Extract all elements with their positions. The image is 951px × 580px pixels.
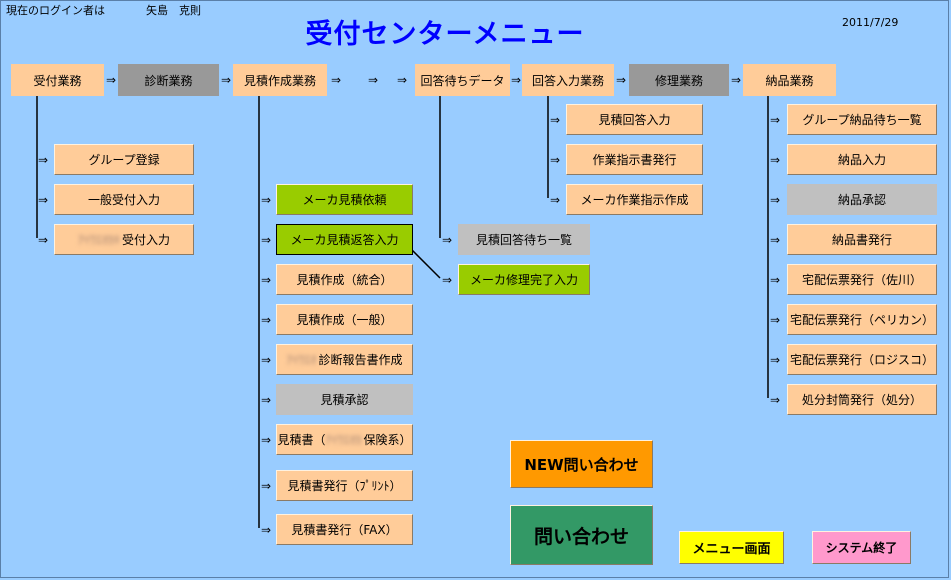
arrow-icon: ⇒ — [368, 73, 379, 87]
diagnosis-work-button[interactable]: 診断業務 — [118, 64, 219, 96]
arrow-icon: ⇒ — [261, 479, 272, 493]
button-label-suffix: 保険系） — [363, 433, 412, 447]
arrow-icon: ⇒ — [38, 193, 49, 207]
redacted-text: ｱｲｳｴｵｶｷ — [77, 233, 120, 247]
arrow-icon: ⇒ — [442, 233, 453, 247]
arrow-icon: ⇒ — [770, 113, 781, 127]
delivery-doc-issue-button[interactable]: 納品書発行 — [787, 224, 937, 255]
special-reception-button[interactable]: ｱｲｳｴｵｶｷ受付入力 — [54, 224, 194, 255]
maker-estimate-reply-button[interactable]: メーカ見積返答入力 — [276, 224, 413, 255]
arrow-icon: ⇒ — [442, 273, 453, 287]
delivery-work-button[interactable]: 納品業務 — [743, 64, 836, 96]
general-reception-button[interactable]: 一般受付入力 — [54, 184, 194, 215]
arrow-icon: ⇒ — [331, 73, 342, 87]
arrow-icon: ⇒ — [261, 233, 272, 247]
estimate-answer-input-button[interactable]: 見積回答入力 — [566, 104, 703, 135]
arrow-icon: ⇒ — [261, 273, 272, 287]
arrow-icon: ⇒ — [397, 73, 408, 87]
arrow-icon: ⇒ — [261, 393, 272, 407]
date-display: 2011/7/29 — [842, 16, 899, 29]
arrow-icon: ⇒ — [106, 73, 117, 87]
button-label: 受付入力 — [122, 233, 171, 247]
estimate-create-combined-button[interactable]: 見積作成（統合） — [276, 264, 413, 295]
redacted-text: ｱｲｳｴｵ — [286, 353, 317, 367]
arrow-icon: ⇒ — [770, 233, 781, 247]
arrow-icon: ⇒ — [261, 353, 272, 367]
inquiry-button[interactable]: 問い合わせ — [510, 505, 653, 565]
disposal-envelope-button[interactable]: 処分封筒発行（処分） — [787, 384, 937, 415]
maker-repair-done-button[interactable]: メーカ修理完了入力 — [458, 264, 590, 295]
button-label: 診断報告書作成 — [318, 353, 403, 367]
delivery-approval-button[interactable]: 納品承認 — [787, 184, 937, 215]
arrow-icon: ⇒ — [38, 153, 49, 167]
arrow-icon: ⇒ — [261, 433, 272, 447]
group-delivery-wait-list-button[interactable]: グループ納品待ち一覧 — [787, 104, 937, 135]
courier-logisco-button[interactable]: 宅配伝票発行（ロジスコ） — [787, 344, 937, 375]
arrow-icon: ⇒ — [770, 393, 781, 407]
arrow-icon: ⇒ — [38, 233, 49, 247]
arrow-icon: ⇒ — [731, 73, 742, 87]
button-label-prefix: 見積書（ — [277, 433, 326, 447]
delivery-input-button[interactable]: 納品入力 — [787, 144, 937, 175]
estimate-doc-insurance-button[interactable]: 見積書（ｱｲｳｴｵｶ保険系） — [276, 424, 413, 455]
estimate-work-button[interactable]: 見積作成業務 — [233, 64, 327, 96]
estimate-answer-wait-list-button[interactable]: 見積回答待ち一覧 — [458, 224, 590, 255]
maker-work-order-button[interactable]: メーカ作業指示作成 — [566, 184, 703, 215]
courier-pelican-button[interactable]: 宅配伝票発行（ペリカン） — [787, 304, 937, 335]
new-inquiry-button[interactable]: NEW問い合わせ — [510, 440, 653, 488]
estimate-create-general-button[interactable]: 見積作成（一般） — [276, 304, 413, 335]
estimate-approval-button[interactable]: 見積承認 — [276, 384, 413, 415]
arrow-icon: ⇒ — [770, 353, 781, 367]
arrow-icon: ⇒ — [511, 73, 522, 87]
page-title: 受付センターメニュー — [305, 19, 585, 50]
redacted-text: ｱｲｳｴｵｶ — [325, 433, 362, 447]
arrow-icon: ⇒ — [261, 193, 272, 207]
menu-screen-button[interactable]: メニュー画面 — [679, 531, 784, 564]
arrow-icon: ⇒ — [261, 313, 272, 327]
arrow-icon: ⇒ — [550, 113, 561, 127]
diagnosis-report-button[interactable]: ｱｲｳｴｵ診断報告書作成 — [276, 344, 413, 375]
user-name: 矢島 克則 — [146, 4, 201, 17]
arrow-icon: ⇒ — [261, 523, 272, 537]
arrow-icon: ⇒ — [770, 193, 781, 207]
arrow-icon: ⇒ — [550, 153, 561, 167]
estimate-doc-fax-button[interactable]: 見積書発行（FAX） — [276, 514, 413, 545]
system-exit-button[interactable]: システム終了 — [812, 531, 911, 564]
arrow-icon: ⇒ — [770, 313, 781, 327]
group-register-button[interactable]: グループ登録 — [54, 144, 194, 175]
answer-input-work-button[interactable]: 回答入力業務 — [522, 64, 614, 96]
estimate-doc-print-button[interactable]: 見積書発行（ﾌﾟﾘﾝﾄ） — [276, 470, 413, 501]
arrow-icon: ⇒ — [770, 273, 781, 287]
arrow-icon: ⇒ — [616, 73, 627, 87]
reception-work-button[interactable]: 受付業務 — [11, 64, 104, 96]
work-order-issue-button[interactable]: 作業指示書発行 — [566, 144, 703, 175]
arrow-icon: ⇒ — [550, 193, 561, 207]
maker-estimate-request-button[interactable]: メーカ見積依頼 — [276, 184, 413, 215]
login-label: 現在のログイン者は — [6, 4, 105, 17]
arrow-icon: ⇒ — [770, 153, 781, 167]
answer-wait-data-button[interactable]: 回答待ちデータ — [415, 64, 510, 96]
repair-work-button[interactable]: 修理業務 — [629, 64, 729, 96]
arrow-icon: ⇒ — [221, 73, 232, 87]
courier-sagawa-button[interactable]: 宅配伝票発行（佐川） — [787, 264, 937, 295]
